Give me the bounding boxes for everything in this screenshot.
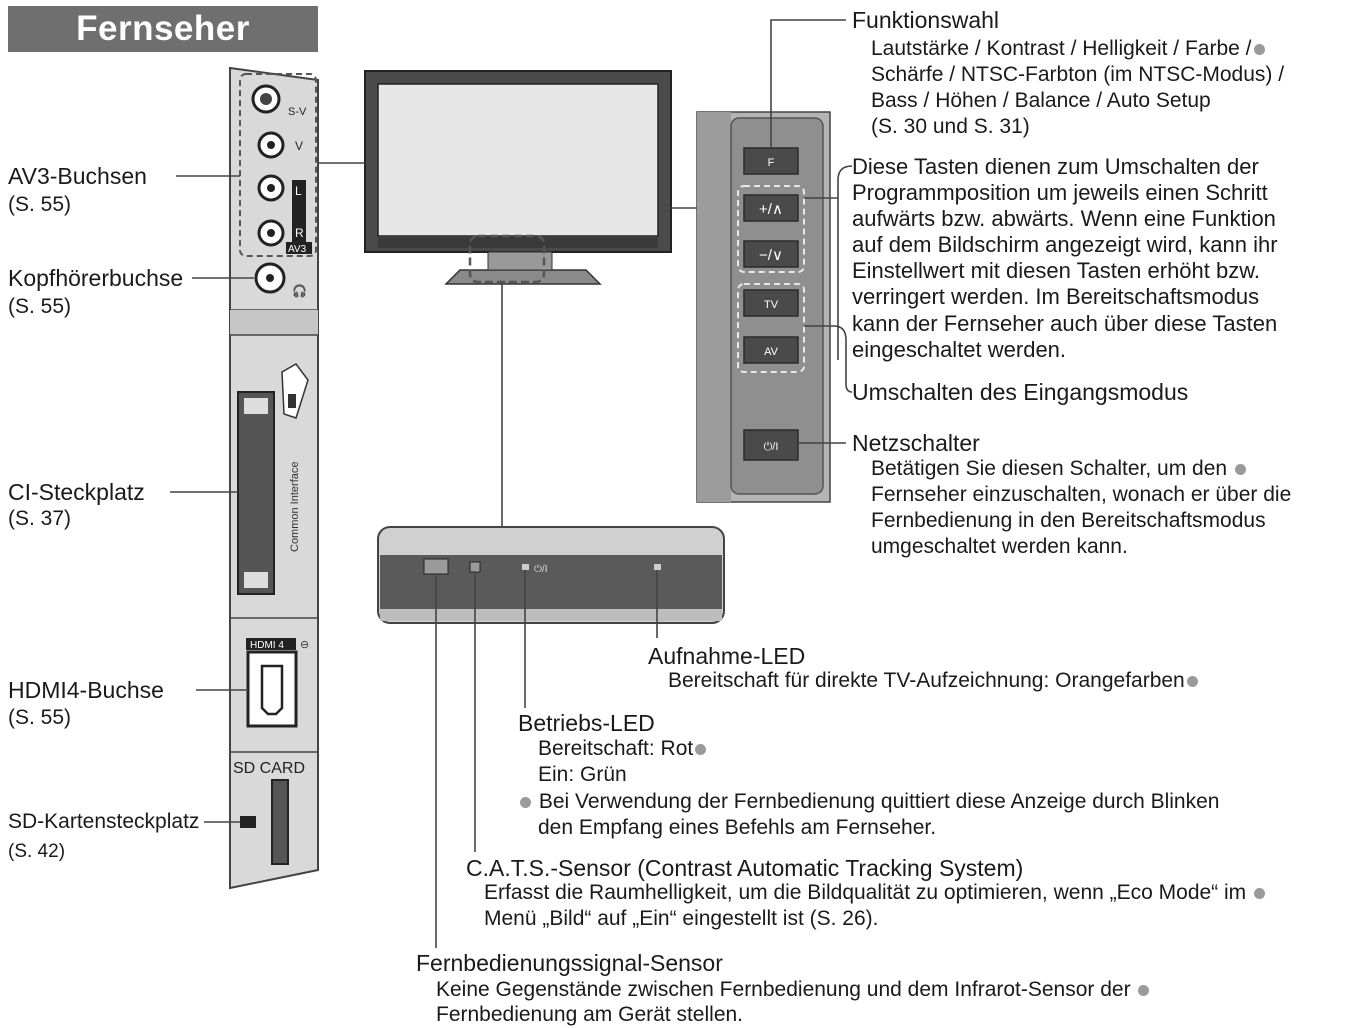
hdmi4-ref: (S. 55) xyxy=(8,706,72,729)
av-button xyxy=(743,336,799,364)
bullet-icon xyxy=(1186,675,1198,687)
program-line-6: verringert werden. Im Bereitschaftsmodus xyxy=(852,284,1260,309)
bullet-icon xyxy=(1253,43,1265,55)
headphone-icon: 🎧 xyxy=(292,284,307,298)
leader-lines xyxy=(170,19,853,948)
bullet-icon xyxy=(1254,887,1266,899)
betriebs-led-line-3: Bei Verwendung der Fernbedienung quittie… xyxy=(518,789,1219,815)
aufnahme-led-line: Bereitschaft für direkte TV-Aufzeichnung… xyxy=(668,668,1200,694)
f-button xyxy=(743,147,799,175)
power-led xyxy=(522,564,529,570)
r-label: R xyxy=(295,226,304,240)
netzschalter-title: Netzschalter xyxy=(852,430,980,456)
sv-label: S-V xyxy=(288,106,307,118)
funktionswahl-line-2: Schärfe / NTSC-Farbton (im NTSC-Modus) / xyxy=(871,63,1285,86)
av3-tag: AV3 xyxy=(288,244,307,255)
program-line-1: Diese Tasten dienen zum Umschalten der xyxy=(852,154,1259,179)
plus-button-label: +/∧ xyxy=(759,201,783,218)
power-led-label: ⏻/I xyxy=(534,564,547,575)
input-mode-label: Umschalten des Eingangsmodus xyxy=(852,379,1189,405)
remote-sensor-window xyxy=(423,558,449,575)
record-led xyxy=(654,564,661,570)
betriebs-led-title: Betriebs-LED xyxy=(518,710,655,736)
sd-card-label: SD CARD xyxy=(233,760,305,777)
cats-sensor-window xyxy=(469,561,481,573)
ci-ref: (S. 37) xyxy=(8,507,72,530)
page-title: Fernseher xyxy=(76,9,250,48)
channel-up-button xyxy=(743,194,799,222)
sd-slot xyxy=(271,779,289,865)
tv-button-label: TV xyxy=(764,299,779,311)
tv-button xyxy=(743,289,799,317)
sd-card-icon xyxy=(240,816,256,828)
minus-button-label: −/∨ xyxy=(759,247,783,264)
netzschalter-line-1: Betätigen Sie diesen Schalter, um den xyxy=(871,456,1248,482)
sd-label: SD-Kartensteckplatz xyxy=(8,810,200,833)
l-label: L xyxy=(295,184,302,198)
program-line-8: eingeschaltet werden. xyxy=(852,337,1067,362)
ci-slot xyxy=(237,391,275,595)
headphone-label: Kopfhörerbuchse xyxy=(8,265,184,291)
title-bar xyxy=(8,6,318,52)
betriebs-led-line-4: den Empfang eines Befehls am Fernseher. xyxy=(538,816,937,839)
funktionswahl-line-4: (S. 30 und S. 31) xyxy=(871,115,1030,138)
bullet-icon xyxy=(520,796,531,808)
bullet-icon xyxy=(1234,463,1246,475)
bullet-icon xyxy=(695,743,707,755)
v-label: V xyxy=(295,139,303,153)
svg-text:⊖: ⊖ xyxy=(300,639,309,651)
program-line-5: Einstellwert mit diesen Tasten erhöht bz… xyxy=(852,258,1261,283)
funktionswahl-title: Funktionswahl xyxy=(852,7,1000,33)
headphone-ref: (S. 55) xyxy=(8,295,72,318)
hdmi4-tag: HDMI 4 xyxy=(250,640,284,651)
av3-ref: (S. 55) xyxy=(8,193,72,216)
tv-set xyxy=(364,70,672,285)
betriebs-led-line-1: Bereitschaft: Rot xyxy=(538,736,708,762)
cats-line-2: Menü „Bild“ auf „Ein“ eingestellt ist (S… xyxy=(484,907,879,930)
hdmi4-label: HDMI4-Buchse xyxy=(8,677,164,703)
power-button xyxy=(743,429,799,461)
power-button-label: ⏻/I xyxy=(764,441,779,453)
funktionswahl-line-1: Lautstärke / Kontrast / Helligkeit / Far… xyxy=(871,36,1267,62)
bullet-icon xyxy=(1138,984,1150,996)
remote-sensor-line-2: Fernbedienung am Gerät stellen. xyxy=(436,1003,744,1026)
program-line-7: kann der Fernseher auch über diese Taste… xyxy=(852,311,1278,336)
button-panel xyxy=(696,111,831,503)
remote-sensor-line-1: Keine Gegenstände zwischen Fernbedienung… xyxy=(436,977,1151,1003)
ci-label: CI-Steckplatz xyxy=(8,479,145,505)
program-line-3: aufwärts bzw. abwärts. Wenn eine Funktio… xyxy=(852,206,1276,231)
program-line-4: auf dem Bildschirm angezeigt wird, kann … xyxy=(852,232,1278,257)
channel-down-button xyxy=(743,240,799,268)
betriebs-led-line-2: Ein: Grün xyxy=(538,763,627,786)
remote-sensor-title: Fernbedienungssignal-Sensor xyxy=(416,950,723,976)
funktionswahl-line-3: Bass / Höhen / Balance / Auto Setup xyxy=(871,89,1211,112)
aufnahme-led-title: Aufnahme-LED xyxy=(648,643,806,669)
common-interface-label: Common Interface xyxy=(289,462,301,552)
cats-title: C.A.T.S.-Sensor (Contrast Automatic Trac… xyxy=(466,855,1024,881)
front-bar xyxy=(377,526,725,624)
netzschalter-line-2: Fernseher einzuschalten, wonach er über … xyxy=(871,483,1292,506)
program-line-2: Programmposition um jeweils einen Schrit… xyxy=(852,180,1268,205)
av3-label: AV3-Buchsen xyxy=(8,163,147,189)
netzschalter-line-3: Fernbedienung in den Bereitschaftsmodus xyxy=(871,509,1266,532)
sd-ref: (S. 42) xyxy=(8,841,66,862)
side-panel: 🎧 ⊖ xyxy=(229,66,319,890)
cats-line-1: Erfasst die Raumhelligkeit, um die Bildq… xyxy=(484,880,1267,906)
av-button-label: AV xyxy=(764,346,779,358)
netzschalter-line-4: umgeschaltet werden kann. xyxy=(871,535,1128,558)
f-button-label: F xyxy=(768,157,775,169)
